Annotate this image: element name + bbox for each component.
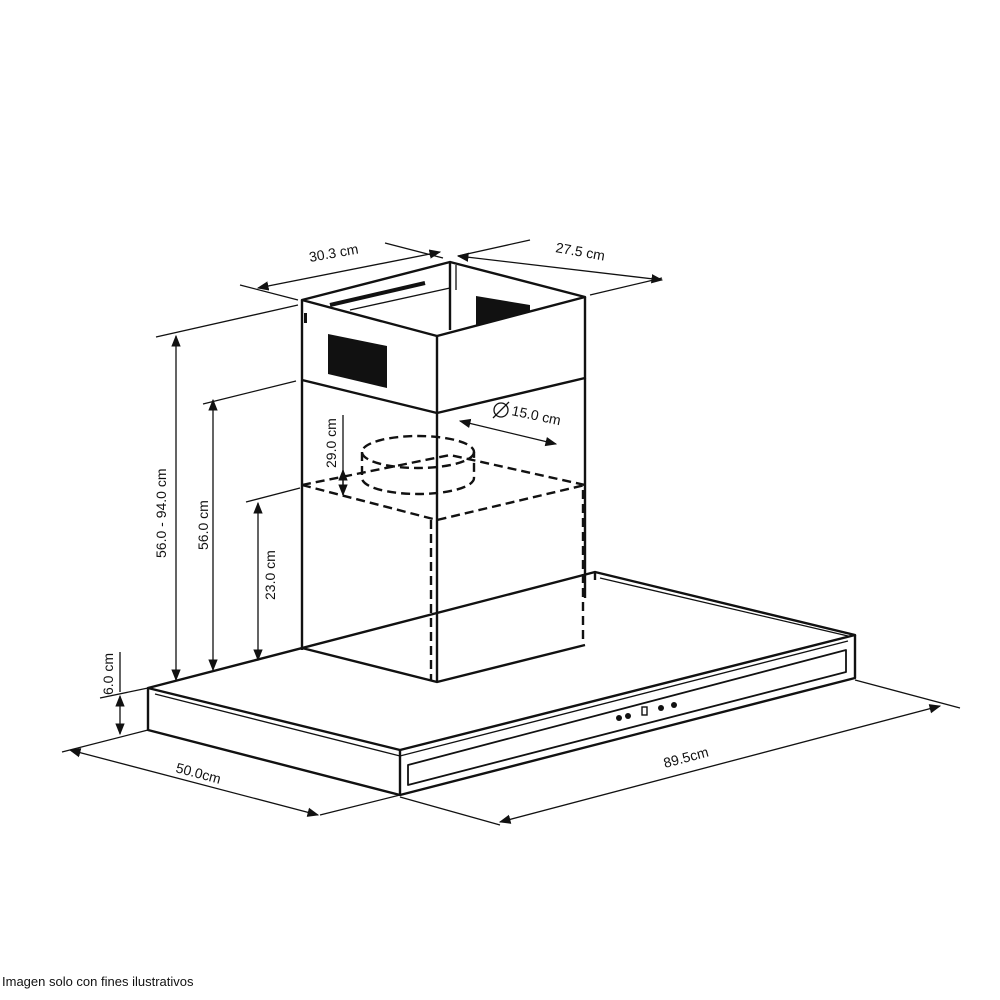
dim-hood-thickness: 6.0 cm bbox=[99, 652, 149, 736]
dim-min-height: 56.0 cm bbox=[195, 380, 297, 672]
svg-text:6.0 cm: 6.0 cm bbox=[100, 653, 116, 695]
dim-hood-width: 89.5cm bbox=[399, 679, 961, 826]
svg-text:30.3 cm: 30.3 cm bbox=[308, 241, 360, 265]
chimney-lower bbox=[300, 378, 587, 684]
illustrative-caption: Imagen solo con fines ilustrativos bbox=[2, 974, 194, 989]
diameter-icon bbox=[492, 401, 510, 419]
dim-chimney-depth: 27.5 cm bbox=[456, 239, 664, 296]
svg-text:50.0cm: 50.0cm bbox=[174, 759, 222, 786]
svg-text:56.0 cm: 56.0 cm bbox=[195, 500, 211, 550]
svg-text:89.5cm: 89.5cm bbox=[662, 744, 710, 771]
svg-text:15.0 cm: 15.0 cm bbox=[510, 402, 562, 428]
svg-text:56.0 - 94.0 cm: 56.0 - 94.0 cm bbox=[153, 469, 169, 559]
hood-body bbox=[146, 570, 857, 797]
dim-lower-chimney: 23.0 cm bbox=[245, 487, 301, 662]
dim-total-height: 56.0 - 94.0 cm bbox=[153, 304, 299, 682]
svg-text:29.0 cm: 29.0 cm bbox=[323, 418, 339, 468]
duct-outlet bbox=[360, 434, 476, 496]
dim-duct-offset: 29.0 cm bbox=[323, 415, 348, 497]
chimney-upper bbox=[300, 260, 587, 415]
vent-grille bbox=[328, 296, 530, 388]
svg-text:27.5 cm: 27.5 cm bbox=[554, 239, 606, 263]
front-panel bbox=[407, 649, 847, 786]
dim-duct-diameter: 15.0 cm bbox=[458, 401, 562, 447]
svg-text:23.0 cm: 23.0 cm bbox=[262, 550, 278, 600]
